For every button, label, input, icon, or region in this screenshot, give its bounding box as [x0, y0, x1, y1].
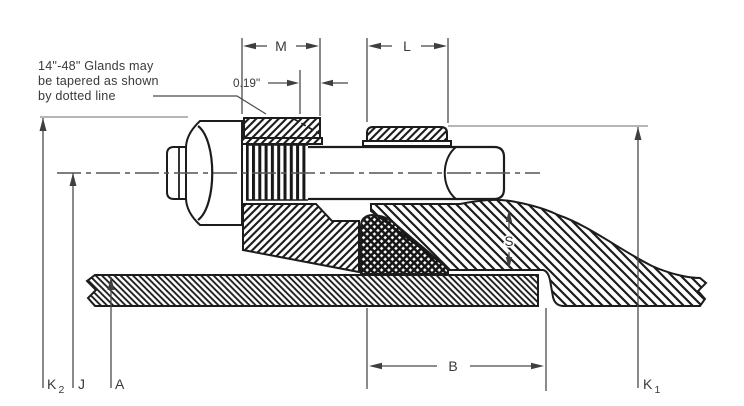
bell-body	[370, 198, 708, 307]
taper-note: 14"-48" Glands may be tapered as shown b…	[38, 59, 267, 115]
gland-body	[242, 203, 360, 274]
dim-label-m: M	[275, 38, 287, 54]
note-line-2: be tapered as shown	[38, 74, 159, 88]
dim-k1: K 1	[448, 125, 661, 396]
dim-label-j: J	[78, 376, 85, 392]
dim-label-k1: K	[643, 376, 653, 392]
bell-flange-lug	[362, 126, 452, 147]
dim-label-a: A	[115, 376, 125, 392]
dim-j: J	[69, 173, 85, 392]
gasket	[360, 213, 449, 275]
dim-label-b: B	[448, 358, 457, 374]
dim-k2: K 2	[39, 116, 188, 396]
dim-a: A	[107, 277, 125, 392]
dim-label-k2-sub: 2	[59, 384, 65, 396]
dim-label-s: S	[504, 234, 513, 249]
dim-s: S	[503, 210, 515, 269]
dim-label-k2: K	[47, 376, 57, 392]
gland-flange	[241, 117, 323, 145]
dim-m: M	[241, 38, 321, 116]
spigot-pipe	[85, 274, 539, 307]
nut-chamfer-arc	[197, 125, 214, 221]
note-line-3: by dotted line	[38, 89, 116, 103]
dim-l: L	[366, 38, 449, 123]
dim-label-l: L	[403, 38, 411, 54]
dim-b: B	[366, 308, 547, 391]
bolt-end-curve	[443, 146, 457, 200]
dim-taper-offset: 0.19"	[233, 70, 348, 114]
note-line-1: 14"-48" Glands may	[38, 59, 154, 73]
dim-label-taper-offset: 0.19"	[233, 76, 260, 90]
note-leader-line	[153, 95, 267, 115]
dim-label-k1-sub: 1	[655, 384, 661, 396]
